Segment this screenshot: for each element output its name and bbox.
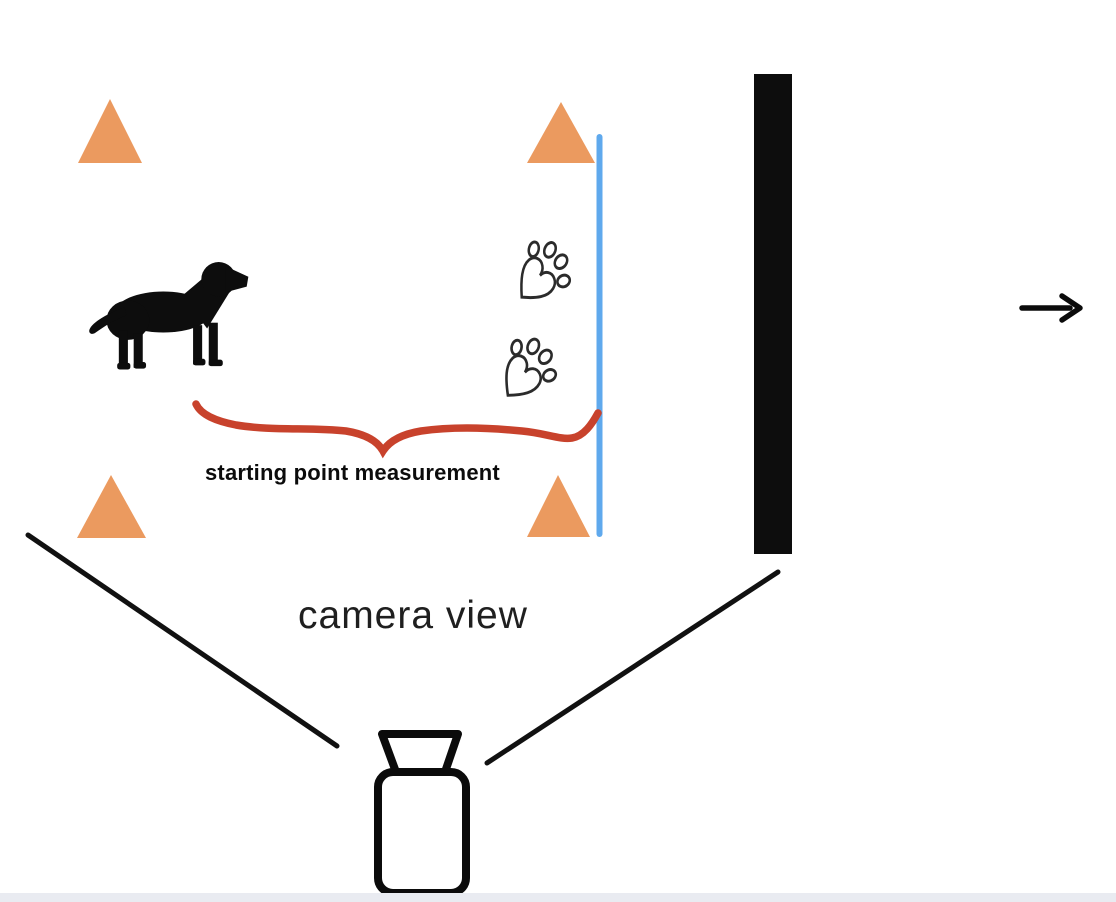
fov-line-left bbox=[25, 532, 340, 749]
cone-marker-bottom-right-icon bbox=[527, 475, 590, 537]
paw-print-upper-icon bbox=[520, 240, 572, 300]
camera-icon bbox=[374, 730, 470, 897]
right-arrow-icon bbox=[1019, 293, 1083, 323]
cone-marker-top-right-icon bbox=[527, 102, 595, 163]
fov-line-right bbox=[484, 569, 781, 766]
bottom-edge-strip bbox=[0, 893, 1116, 902]
paw-print-lower-icon bbox=[505, 337, 558, 397]
cone-marker-top-left-icon bbox=[78, 99, 142, 163]
camera-view-label: camera view bbox=[298, 594, 528, 637]
measurement-brace bbox=[192, 400, 602, 459]
dog-icon bbox=[89, 262, 249, 370]
wall-bar bbox=[754, 74, 792, 554]
cone-marker-bottom-left-icon bbox=[77, 475, 146, 538]
starting-point-measurement-label: starting point measurement bbox=[205, 460, 500, 485]
